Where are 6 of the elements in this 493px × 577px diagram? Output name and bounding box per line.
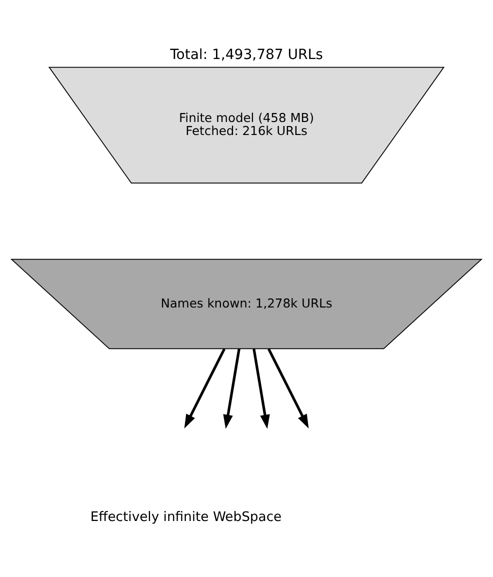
arrow (223, 348, 240, 428)
diagram-title: Total: 1,493,787 URLs (170, 46, 323, 63)
arrow (184, 348, 226, 428)
arrow (268, 348, 309, 428)
arrow (252, 348, 270, 428)
caption: Effectively infinite WebSpace (90, 509, 282, 524)
